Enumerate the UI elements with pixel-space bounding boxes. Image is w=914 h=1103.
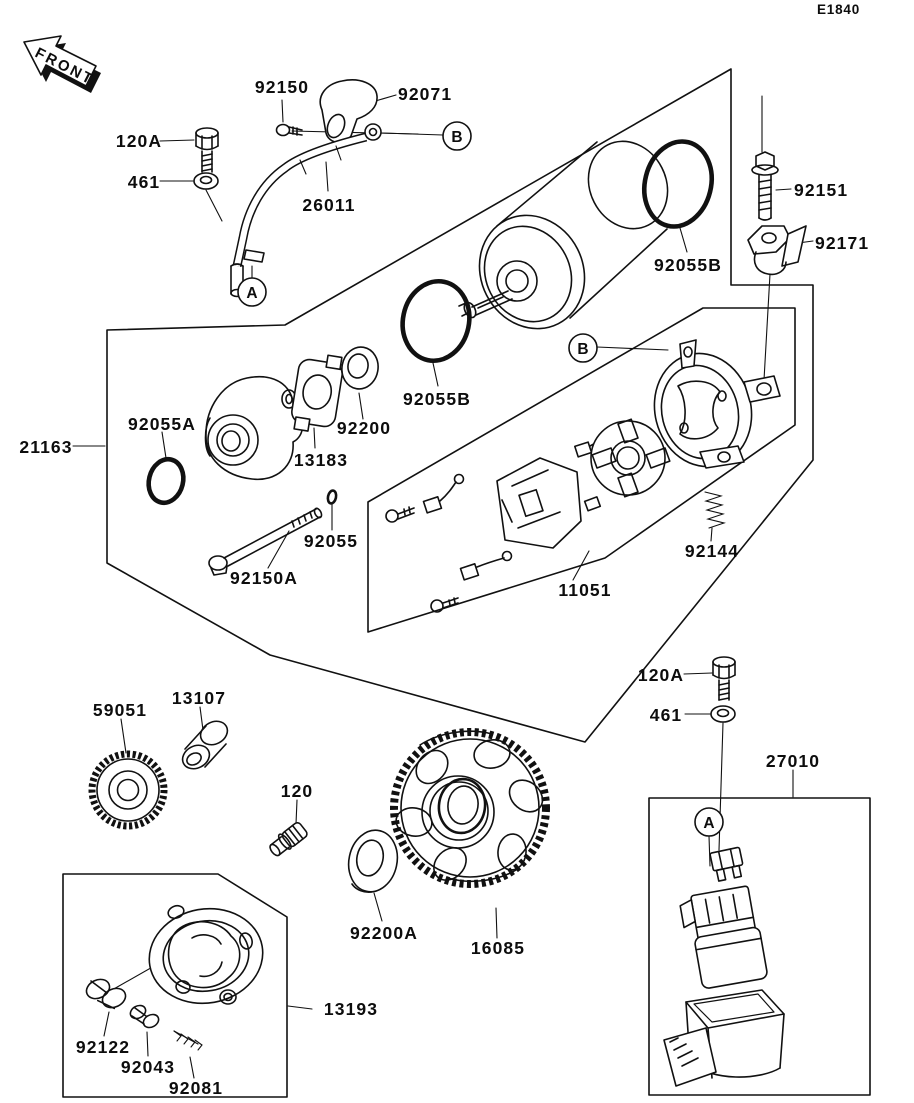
o-ring-92055a xyxy=(146,456,186,506)
starter-end-cover xyxy=(653,339,781,469)
part-label-92171: 92171 xyxy=(815,233,869,253)
bolt-120a-bottom xyxy=(712,656,736,701)
thrust-plate-13183 xyxy=(291,354,343,432)
washer-92200 xyxy=(341,346,379,390)
svg-text:B: B xyxy=(577,341,588,358)
brush-plate xyxy=(583,412,676,512)
o-ring-92055b-upper xyxy=(642,139,714,229)
bolt-92151 xyxy=(751,151,779,221)
starter-front-cover xyxy=(204,375,304,481)
diagram-code: E1840 xyxy=(817,2,860,17)
clutch-spring-92081 xyxy=(173,1030,203,1051)
starter-relay xyxy=(679,885,768,989)
part-label-92200: 92200 xyxy=(337,418,391,438)
part-label-92122: 92122 xyxy=(76,1037,130,1057)
o-ring-92055 xyxy=(326,489,338,505)
part-label-26011: 26011 xyxy=(302,195,355,215)
part-label-92081: 92081 xyxy=(169,1078,223,1098)
view-marker-b-2: B xyxy=(568,333,598,363)
part-label-461-bottom: 461 xyxy=(650,705,683,725)
clutch-pin-92043 xyxy=(129,1004,160,1029)
one-way-clutch-13193 xyxy=(148,904,264,1005)
part-label-92055: 92055 xyxy=(304,531,358,551)
bolt-120 xyxy=(269,821,308,857)
part-label-13183: 13183 xyxy=(294,450,348,470)
o-ring-92055b-mid xyxy=(400,278,472,364)
idler-gear-59051 xyxy=(88,750,168,830)
relay-rubber-cover xyxy=(663,989,785,1087)
part-label-461-top: 461 xyxy=(128,172,161,192)
leader-lines xyxy=(72,94,814,1079)
collar-13107 xyxy=(181,720,229,770)
brush-holder-outline-box xyxy=(367,307,796,633)
view-marker-b-1: B xyxy=(442,121,472,151)
part-label-27010: 27010 xyxy=(766,751,820,771)
part-label-92055a: 92055A xyxy=(128,414,196,434)
starter-motor-body xyxy=(458,140,669,330)
svg-text:A: A xyxy=(703,815,714,832)
part-label-16085: 16085 xyxy=(471,938,525,958)
part-label-120: 120 xyxy=(281,781,314,801)
bolt-92150a xyxy=(208,507,323,576)
part-label-92150: 92150 xyxy=(255,77,309,97)
washer-92200a xyxy=(347,829,399,893)
spring-92144 xyxy=(704,491,726,529)
part-label-92071: 92071 xyxy=(398,84,452,104)
part-label-120a-bottom: 120A xyxy=(638,665,684,685)
one-way-clutch-outline-box xyxy=(62,873,288,1098)
part-label-13107: 13107 xyxy=(172,688,226,708)
part-label-92055b-mid: 92055B xyxy=(403,389,471,409)
part-label-11051: 11051 xyxy=(558,580,611,600)
part-label-92200a: 92200A xyxy=(350,923,418,943)
part-label-92144: 92144 xyxy=(685,541,739,561)
bolt-120a-top xyxy=(195,127,219,173)
part-label-92043: 92043 xyxy=(121,1057,175,1077)
washer-461-top xyxy=(193,172,219,190)
nut-92150 xyxy=(275,123,303,137)
part-label-13193: 13193 xyxy=(324,999,378,1019)
starter-relay-outline-box xyxy=(648,797,871,1096)
svg-text:B: B xyxy=(451,129,462,146)
part-label-59051: 59051 xyxy=(93,700,147,720)
view-marker-a-2: A xyxy=(694,807,724,837)
view-marker-a-1: A xyxy=(237,277,267,307)
part-label-92150a: 92150A xyxy=(230,568,298,588)
clutch-roller-92122 xyxy=(85,978,127,1010)
part-label-92055b-upper: 92055B xyxy=(654,255,722,275)
fuse xyxy=(709,846,744,882)
brush-holder-parts-11051 xyxy=(385,412,676,613)
starter-ring-gear-16085 xyxy=(390,728,550,888)
battery-cable-26011 xyxy=(230,123,382,298)
svg-text:A: A xyxy=(246,285,257,302)
front-direction-arrow: FRONT xyxy=(23,35,101,93)
part-label-21163: 21163 xyxy=(19,437,72,457)
clamp-92171 xyxy=(747,225,807,276)
part-label-120a-top: 120A xyxy=(116,131,162,151)
washer-461-bottom xyxy=(710,705,736,723)
starter-assembly-outline-box xyxy=(106,68,814,743)
part-label-92151: 92151 xyxy=(794,180,848,200)
